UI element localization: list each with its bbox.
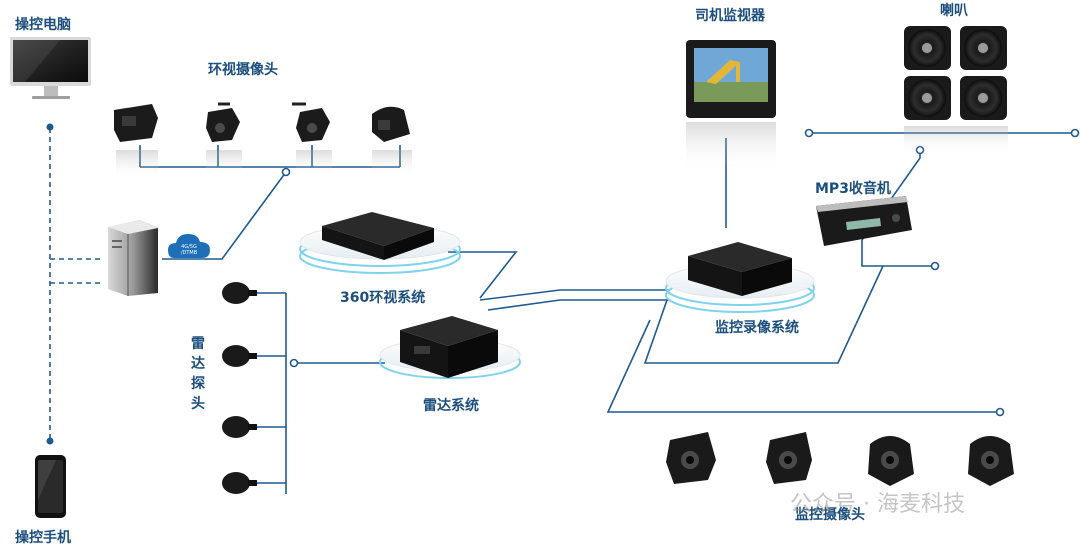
- monitoring-cameras-label: 监控摄像头: [795, 507, 865, 523]
- radar-probe-1: [222, 282, 257, 304]
- surround-camera-1: [114, 104, 158, 180]
- phone-label: 操控手机: [15, 530, 71, 546]
- radar-system-device: [379, 316, 521, 379]
- connection-lines: [49, 128, 1075, 494]
- recording-system-label: 监控录像系统: [715, 320, 799, 336]
- surround-camera-4: [372, 106, 412, 176]
- mp3-radio-label: MP3收音机: [815, 181, 891, 197]
- speaker-3: [904, 76, 951, 120]
- monitoring-camera-4: [968, 436, 1014, 486]
- surround-system-device: [299, 212, 461, 274]
- pc-label: 操控电脑: [15, 17, 71, 33]
- driver-monitor-label: 司机监视器: [695, 8, 765, 24]
- radar-probe-2: [222, 345, 257, 367]
- speaker-4: [960, 76, 1007, 120]
- cloud-badge-line2: /DTMB: [180, 250, 198, 256]
- mp3-radio-device: [816, 196, 912, 246]
- watermark: 公众号 · 海麦科技: [790, 492, 965, 517]
- speakers-label: 喇叭: [940, 3, 968, 19]
- surround-cameras-label: 环视摄像头: [208, 62, 278, 78]
- pc-link-dot: [46, 123, 54, 131]
- cloud-icon: [168, 234, 210, 258]
- monitoring-camera-1: [666, 432, 716, 484]
- recording-system-device: [665, 242, 815, 313]
- speaker-2: [960, 26, 1007, 70]
- surround-camera-2: [206, 102, 242, 176]
- surround-system-label: 360环视系统: [340, 290, 426, 306]
- monitoring-camera-2: [766, 432, 812, 484]
- speaker-reflection: [904, 126, 1008, 156]
- cloud-badge-line1: 4G/5G: [181, 244, 197, 250]
- server-tower-icon: [108, 220, 158, 296]
- radar-system-label: 雷达系统: [423, 398, 479, 414]
- radar-probe-4: [222, 472, 257, 494]
- radar-probe-label: 雷达探头: [191, 336, 205, 412]
- monitoring-camera-3: [868, 436, 914, 486]
- pc-monitor-icon: [10, 37, 91, 99]
- speaker-1: [904, 26, 951, 70]
- phone-link-dot: [46, 437, 54, 445]
- radar-probe-3: [222, 416, 257, 438]
- phone-icon: [35, 455, 66, 518]
- driver-monitor-device: [686, 40, 776, 172]
- surround-camera-3: [292, 102, 332, 176]
